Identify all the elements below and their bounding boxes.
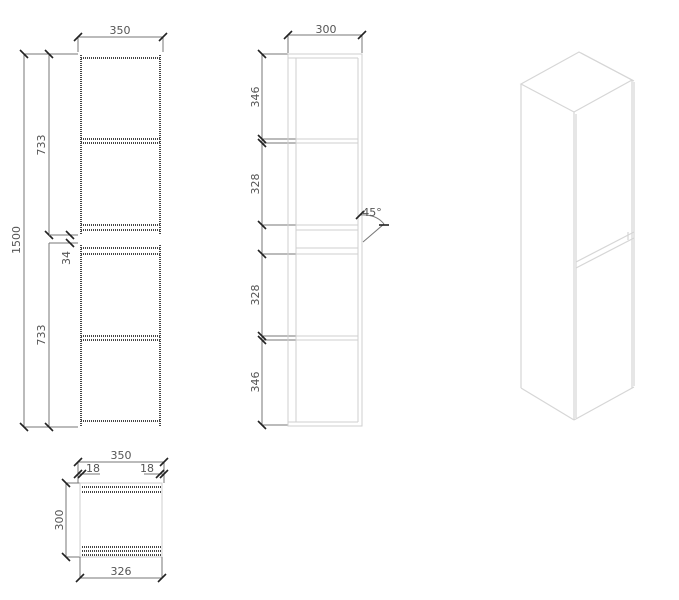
side-dim-lower-2: 346	[249, 372, 262, 393]
isometric-view	[519, 51, 635, 421]
angle-label: 45°	[362, 206, 382, 219]
side-dim-upper-1: 346	[249, 87, 262, 108]
front-width-label: 350	[110, 24, 131, 37]
side-depth-label: 300	[316, 23, 337, 36]
upper-height-label: 733	[35, 135, 48, 156]
top-view: 350 18 18 300 326	[53, 449, 169, 583]
right-panel-label: 18	[140, 462, 154, 475]
side-dim-upper-2: 328	[249, 174, 262, 195]
inner-width-label: 326	[111, 565, 132, 578]
gap-label: 34	[60, 251, 73, 265]
side-view: 300 346 328 328 346	[249, 23, 389, 430]
total-height-label: 1500	[10, 226, 23, 254]
lower-height-label: 733	[35, 325, 48, 346]
front-view: 350 1500 733 34 733	[10, 24, 168, 432]
side-dim-lower-1: 328	[249, 285, 262, 306]
top-depth-label: 300	[53, 510, 66, 531]
top-width-label: 350	[111, 449, 132, 462]
left-panel-label: 18	[86, 462, 100, 475]
